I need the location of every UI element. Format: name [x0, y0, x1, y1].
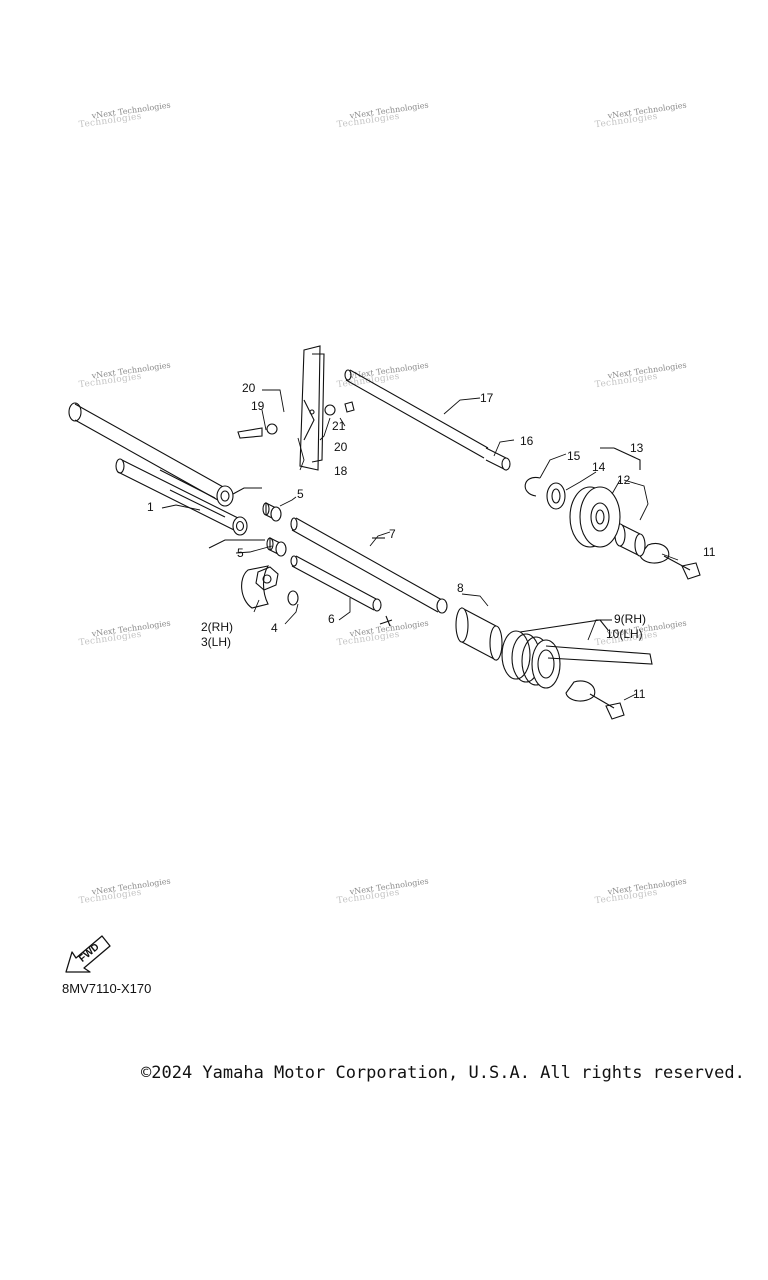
part-6-shaft — [290, 555, 393, 627]
part-7-shaft — [290, 517, 448, 614]
callout-2: 2(RH) — [201, 620, 233, 634]
fwd-arrow-icon: FWD — [65, 935, 111, 973]
part-2-3-bracket — [241, 565, 299, 609]
part-1-rail — [68, 402, 262, 536]
callout-11: 11 — [703, 545, 716, 559]
leader-lines — [161, 389, 679, 701]
callout-7: 7 — [389, 527, 396, 541]
callout-8: 8 — [457, 581, 464, 595]
part-16-end — [485, 447, 511, 471]
part-8-sleeve — [455, 607, 503, 661]
callout-6: 6 — [328, 612, 335, 626]
part-15-circlip — [524, 447, 641, 497]
part-9-10-spring — [501, 619, 653, 689]
part-5-collars — [208, 502, 287, 557]
callout-17: 17 — [480, 391, 494, 405]
part-12-collar — [614, 523, 646, 557]
part-17-axle — [344, 369, 489, 459]
callout-21: 21 — [332, 419, 346, 433]
callout-15: 15 — [567, 449, 581, 463]
callout-18: 18 — [334, 464, 348, 478]
callout-13: 13 — [630, 441, 644, 455]
part-19-21-fasteners — [237, 401, 355, 439]
callout-3: 3(LH) — [201, 635, 232, 649]
callout-12: 12 — [617, 473, 631, 487]
callout-16: 16 — [520, 434, 534, 448]
callout-20: 20 — [334, 440, 348, 454]
callout-10: 10(LH) — [606, 627, 643, 641]
callout-19: 19 — [251, 399, 265, 413]
callout-5: 5 — [237, 546, 244, 560]
callout-4: 4 — [271, 621, 278, 635]
part-14-bearing — [546, 482, 566, 510]
callout-5: 5 — [297, 487, 304, 501]
callout-20: 20 — [242, 381, 256, 395]
diagram-code: 8MV7110-X170 — [62, 981, 152, 996]
part-18-strap — [299, 345, 325, 471]
callout-14: 14 — [592, 460, 606, 474]
callout-9: 9(RH) — [614, 612, 646, 626]
copyright-notice: ©2024 Yamaha Motor Corporation, U.S.A. A… — [141, 1063, 745, 1083]
part-13-wheel — [569, 486, 621, 548]
callout-1: 1 — [147, 500, 154, 514]
callout-11: 11 — [633, 687, 646, 701]
part-11-bolts — [565, 542, 701, 720]
